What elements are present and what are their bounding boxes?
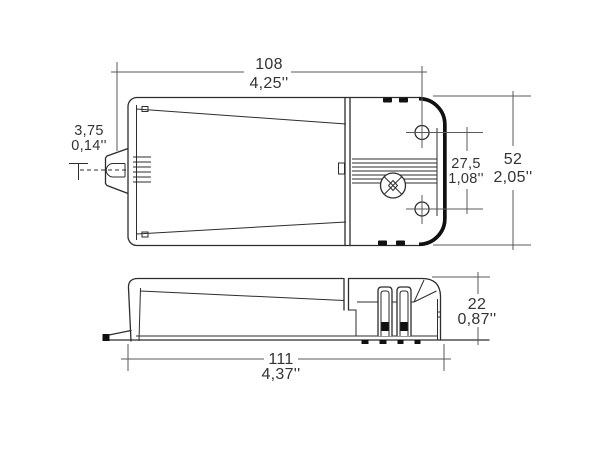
screw-center	[387, 179, 399, 192]
dim-value-inch: 2,05''	[493, 169, 532, 186]
foot	[361, 340, 369, 344]
side-left-inner-edge	[138, 287, 141, 342]
dim-hole-spacing: 27,5 1,08''	[406, 127, 484, 214]
foot	[379, 340, 387, 344]
top-view	[69, 66, 447, 247]
step-line	[348, 309, 357, 336]
foot	[397, 340, 404, 344]
keyhole-slot	[105, 163, 125, 178]
lid-surface-lines	[136, 105, 347, 240]
screw-cross-slot	[384, 176, 402, 195]
dimensions: 108 4,25'' 3,75 0,14'' 27,5 1,08'' 52 2,…	[71, 56, 532, 383]
dim-value-mm: 3,75	[74, 123, 103, 139]
post-contact	[381, 322, 389, 331]
dim-value-mm: 52	[504, 151, 522, 168]
dim-value-inch: 4,37''	[261, 366, 300, 383]
left-rib-lines	[133, 156, 151, 183]
cover-screw	[379, 172, 407, 199]
dim-value-mm: 22	[468, 296, 486, 313]
mounting-tab-outline	[104, 147, 129, 195]
dim-value-inch: 1,08''	[448, 171, 484, 187]
slot-centerline-datum	[69, 163, 88, 180]
vent-slot	[396, 240, 405, 246]
split-clip	[338, 162, 345, 175]
lid-draft-line-top	[136, 108, 347, 125]
dim-value-mm: 108	[255, 56, 283, 73]
foot	[414, 340, 421, 344]
side-view	[102, 277, 490, 344]
tab-top-edge	[108, 329, 132, 336]
lid-draft-line-bottom	[136, 221, 347, 235]
dim-value-inch: 0,14''	[71, 138, 107, 154]
right-edge-notch	[437, 311, 441, 318]
side-body-outline-left	[127, 277, 344, 342]
post-inner	[380, 290, 390, 336]
dim-value-inch: 0,87''	[457, 311, 496, 328]
dim-value-mm: 27,5	[451, 156, 480, 172]
dim-length-to-hole: 108 4,25''	[111, 56, 427, 151]
vent-slot	[383, 97, 392, 103]
side-split-step	[343, 277, 357, 336]
mounting-tab	[69, 147, 129, 195]
dim-slot-width: 3,75 0,14''	[71, 123, 107, 154]
tab-tip	[102, 334, 110, 341]
lid-corner-mark-top	[141, 106, 149, 112]
vent-slots-top	[383, 97, 408, 103]
vent-slot	[378, 240, 387, 246]
enclosure-right-edge	[418, 96, 447, 247]
dim-value-mm: 111	[268, 351, 293, 368]
dim-body-height: 22 0,87''	[432, 272, 496, 345]
dim-value-inch: 4,25''	[249, 75, 288, 92]
vent-slot	[399, 97, 408, 103]
dim-overall-length: 111 4,37''	[121, 344, 451, 383]
vent-slots-bottom	[378, 240, 405, 246]
terminal-post-1	[377, 286, 393, 337]
lid-parting-line	[140, 290, 345, 301]
snap-feet	[361, 340, 421, 344]
corner-chamfer	[413, 279, 437, 303]
cover-split-lines	[338, 96, 351, 247]
mounting-hole-top	[414, 66, 430, 148]
post-inner	[399, 290, 409, 336]
terminal-post-2	[396, 286, 412, 337]
post-contact	[400, 322, 408, 331]
lid-corner-mark-bottom	[141, 231, 149, 238]
side-body-outline-right	[348, 277, 442, 341]
dim-body-width: 52 2,05''	[433, 91, 532, 250]
